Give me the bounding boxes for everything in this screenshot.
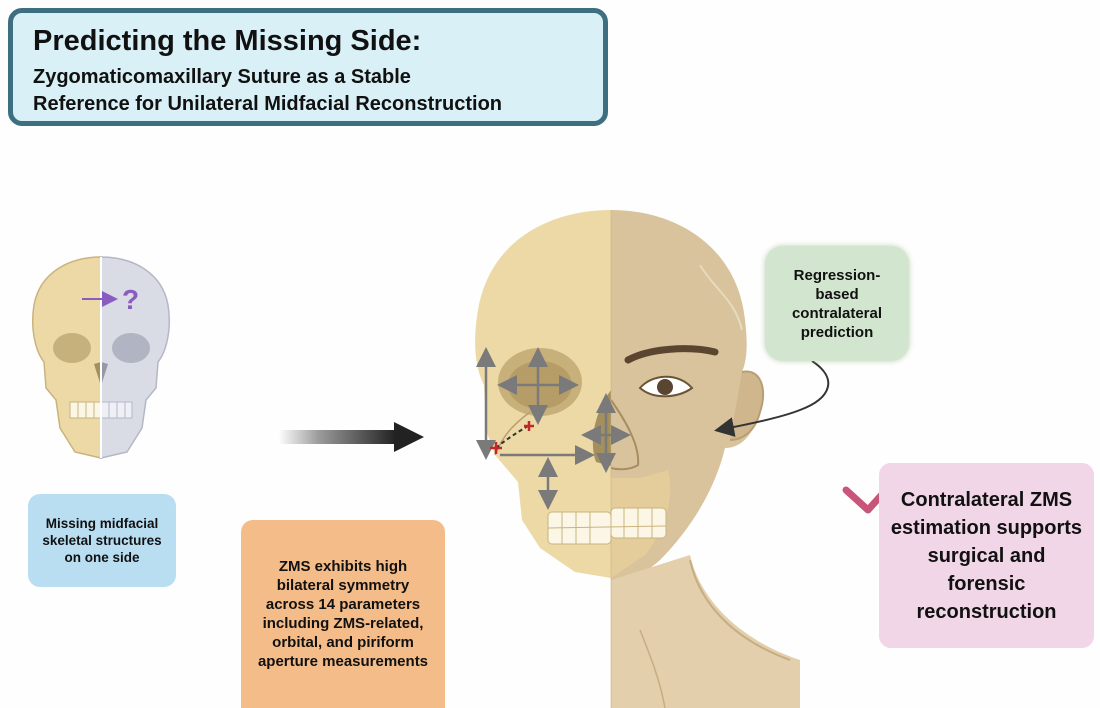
- contralateral-estimation-box: Contralateral ZMS estimation supports su…: [879, 463, 1094, 648]
- small-skull-illustration: [32, 256, 170, 459]
- large-skull-face-illustration: [475, 210, 800, 708]
- page-title: Predicting the Missing Side:: [33, 25, 422, 57]
- missing-structures-box: Missing midfacial skeletal structures on…: [28, 494, 176, 587]
- measurement-arrows: [476, 347, 631, 510]
- large-transition-arrow-icon: [278, 422, 424, 452]
- regression-connector-arrow: [714, 360, 830, 437]
- regression-box: Regression-based contralateral predictio…: [765, 246, 909, 361]
- zms-symmetry-text: ZMS exhibits high bilateral symmetry acr…: [257, 558, 429, 670]
- zms-symmetry-box: ZMS exhibits high bilateral symmetry acr…: [241, 520, 445, 708]
- zms-reference-markers: [490, 421, 534, 454]
- missing-structures-text: Missing midfacial skeletal structures on…: [42, 516, 162, 565]
- title-box: Predicting the Missing Side: Zygomaticom…: [8, 8, 608, 126]
- regression-text: Regression-based contralateral predictio…: [791, 266, 883, 341]
- subtitle-line-2: Reference for Unilateral Midfacial Recon…: [33, 93, 503, 115]
- subtitle-line-1: Zygomaticomaxillary Suture as a Stable: [33, 66, 411, 88]
- contralateral-estimation-text: Contralateral ZMS estimation supports su…: [890, 488, 1083, 623]
- question-mark: ?: [122, 284, 139, 315]
